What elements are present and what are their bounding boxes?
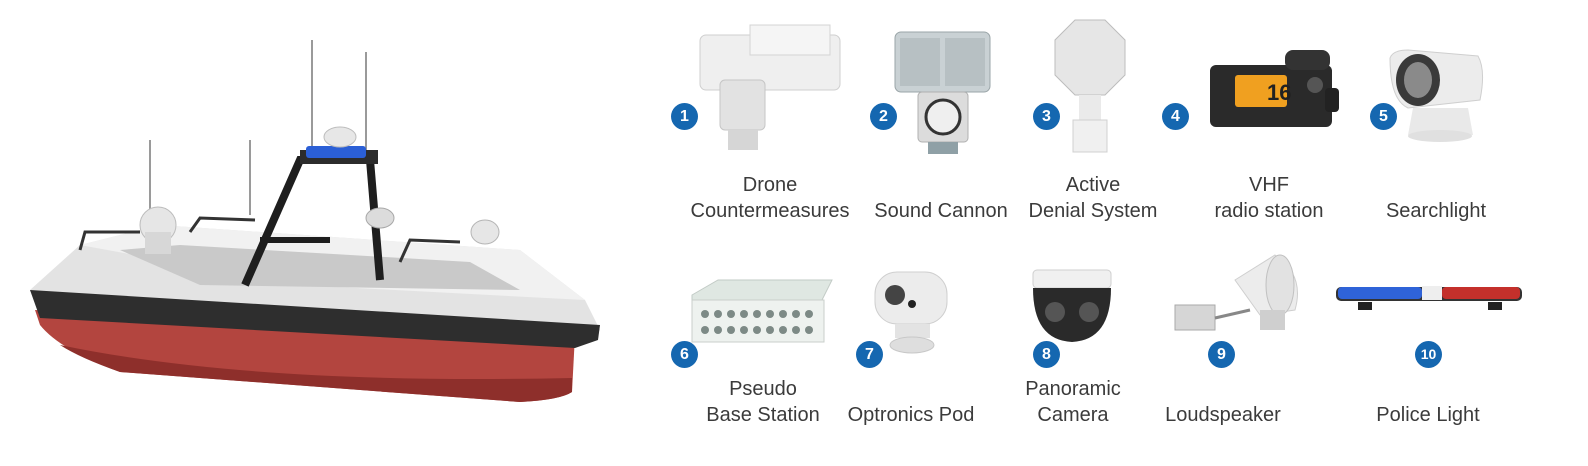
item-number-badge: 4: [1162, 103, 1189, 130]
searchlight-icon: [1389, 49, 1484, 142]
equipment-item-optronics-pod: 7 Optronics Pod: [840, 240, 1040, 450]
sound-cannon-icon: [894, 31, 991, 154]
optronics-pod-icon: [874, 271, 948, 354]
equipment-item-searchlight: 5 Searchlight: [1368, 10, 1568, 222]
item-number-badge: 8: [1033, 341, 1060, 368]
panoramic-camera-icon: [1032, 269, 1112, 342]
item-number-badge: 9: [1208, 341, 1235, 368]
item-number-badge: 3: [1033, 103, 1060, 130]
unmanned-boat-image: [30, 40, 600, 402]
item-number-badge: 7: [856, 341, 883, 368]
item-number-badge: 2: [870, 103, 897, 130]
item-number-badge: 1: [671, 103, 698, 130]
item-number-badge: 5: [1370, 103, 1397, 130]
equipment-item-police-light: 10 Police Light: [1328, 240, 1528, 450]
loudspeaker-icon: [1174, 254, 1298, 331]
pseudo-base-station-icon: [691, 279, 833, 343]
item-label: Searchlight: [1385, 200, 1487, 222]
item-label: Loudspeaker: [1165, 404, 1281, 426]
item-label: Sound Cannon: [874, 200, 1008, 222]
equipment-item-loudspeaker: 9 Loudspeaker: [1165, 240, 1365, 450]
radio-display-text: 16: [1267, 80, 1291, 105]
drone-countermeasures-icon: [699, 24, 841, 150]
vhf-radio-icon: 16: [1210, 50, 1339, 127]
item-label: Optronics Pod: [847, 404, 975, 426]
active-denial-icon: [1054, 19, 1126, 153]
equipment-item-sound-cannon: 2 Sound Cannon: [840, 10, 1040, 222]
item-number-badge: 6: [671, 341, 698, 368]
item-label: Police Light: [1376, 404, 1480, 426]
police-light-icon: [1336, 286, 1522, 310]
item-number-badge: 10: [1415, 341, 1442, 368]
